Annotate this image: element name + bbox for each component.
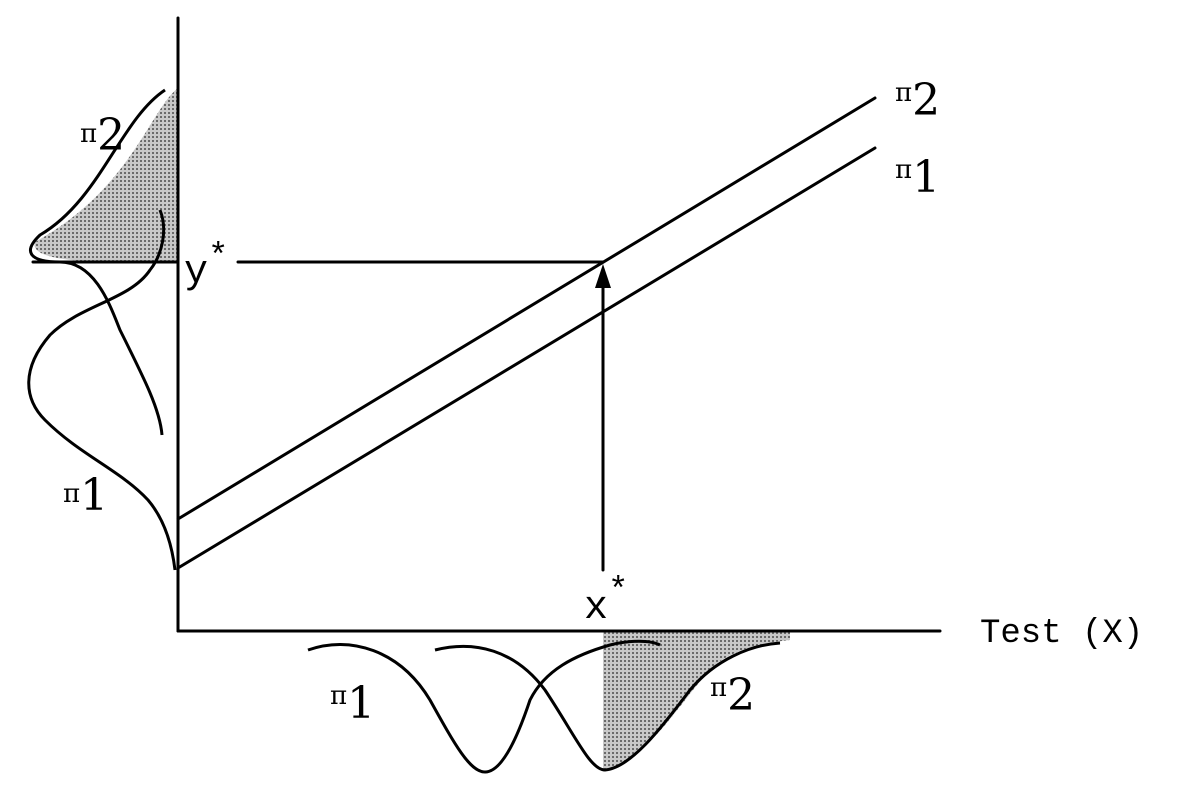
- y-cutoff-label: y*: [184, 239, 228, 295]
- x-cutoff-label: x*: [584, 573, 628, 631]
- x-axis-label: Test (X): [980, 615, 1143, 653]
- y-distribution-pi2-curve: [29, 88, 166, 436]
- y-pi2-label: π2: [80, 110, 125, 161]
- y-distribution-pi2-shaded-area: [34, 88, 178, 262]
- y-distribution-pi1-curve: [27, 209, 177, 571]
- x-cutoff-arrowhead: [595, 264, 611, 288]
- line-pi2-label: π2: [895, 75, 940, 126]
- x-pi1-label: π1: [330, 678, 375, 729]
- x-distribution-pi2-curve: [434, 641, 781, 772]
- x-distribution-pi2-shaded-area: [603, 631, 790, 770]
- regression-line-pi2: [176, 96, 877, 521]
- x-pi2-label: π2: [710, 670, 755, 721]
- y-pi1-label: π1: [63, 470, 108, 521]
- line-pi1-label: π1: [895, 152, 940, 203]
- x-distribution-pi1-curve: [307, 639, 661, 774]
- regression-line-pi1: [176, 146, 877, 570]
